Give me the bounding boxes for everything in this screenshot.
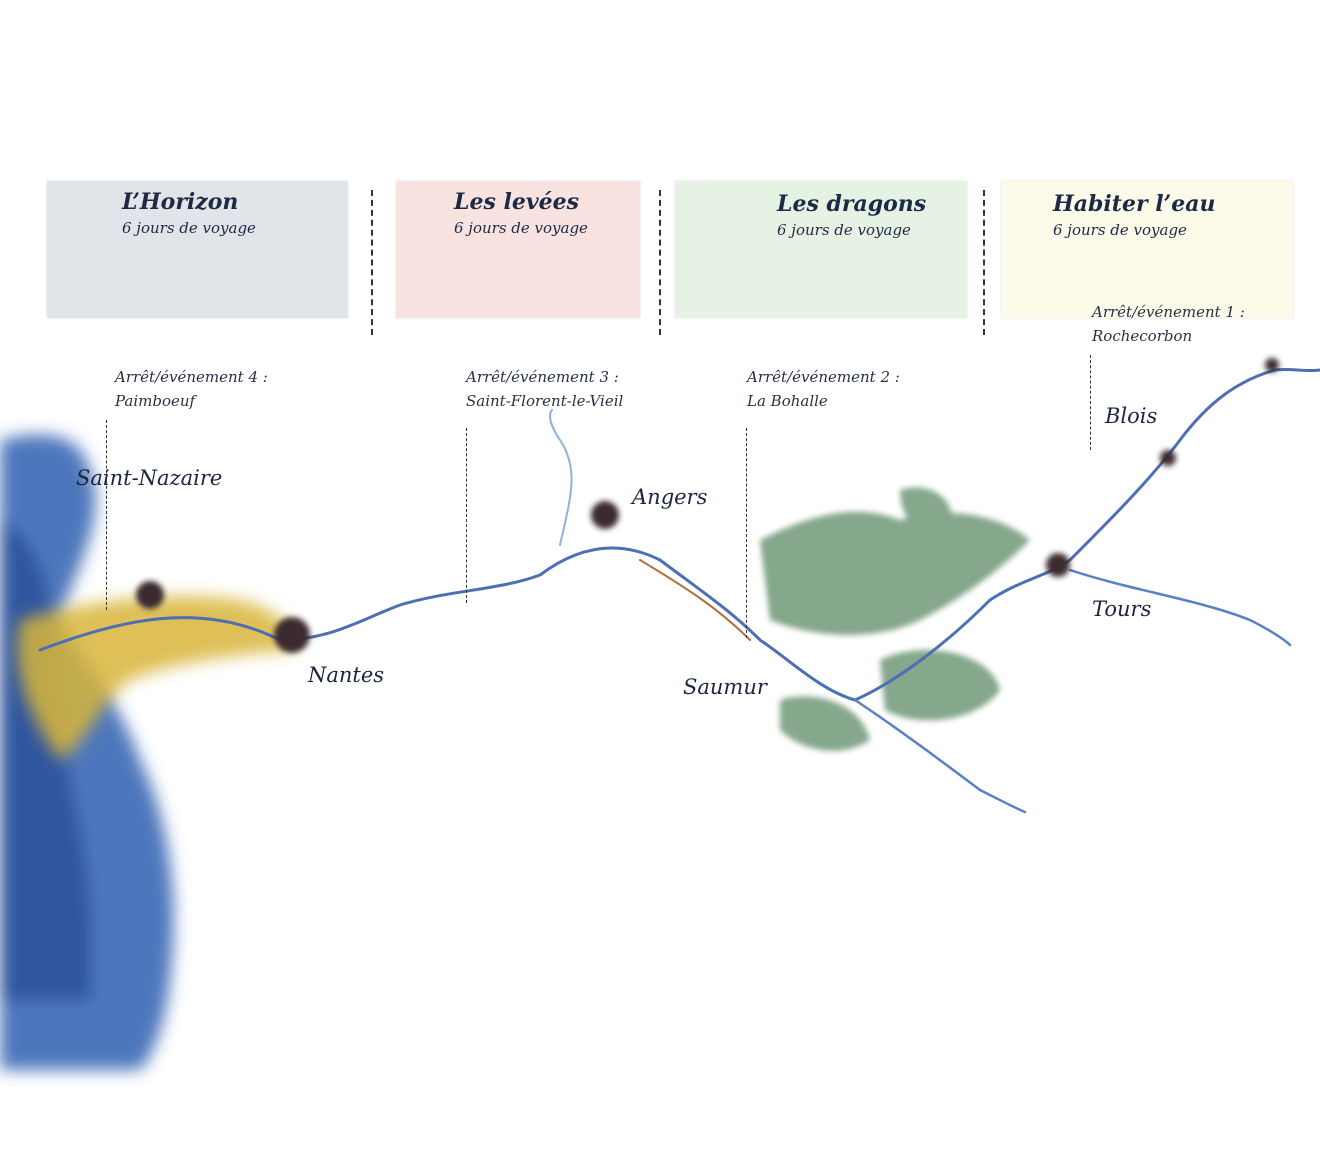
- stop-title: Arrêt/événement 4 :: [115, 368, 268, 386]
- section-duration: 6 jours de voyage: [122, 219, 256, 237]
- stop-place: La Bohalle: [747, 392, 828, 410]
- city-label-tours: Tours: [1092, 597, 1152, 621]
- section-duration: 6 jours de voyage: [454, 219, 588, 237]
- section-title: Les dragons: [777, 191, 927, 217]
- section-divider: [983, 190, 985, 335]
- city-label-nantes: Nantes: [308, 663, 385, 687]
- stop-2-marker-line: [746, 428, 747, 638]
- section-duration: 6 jours de voyage: [777, 221, 911, 239]
- loire-river: [38, 367, 1320, 814]
- section-card-levees: Les levées 6 jours de voyage: [396, 181, 640, 318]
- stop-title: Arrêt/événement 1 :: [1092, 303, 1245, 321]
- stop-title: Arrêt/événement 3 :: [466, 368, 619, 386]
- section-card-dragons: Les dragons 6 jours de voyage: [675, 181, 967, 318]
- section-title: Habiter l’eau: [1053, 191, 1216, 217]
- stop-place: Paimboeuf: [115, 392, 196, 410]
- section-divider: [371, 190, 373, 335]
- stop-1-label: Arrêt/événement 1 : Rochecorbon: [1092, 300, 1245, 348]
- stop-place: Saint-Florent-le-Vieil: [466, 392, 624, 410]
- stop-4-marker-line: [106, 420, 107, 610]
- estuary-watercolor: [17, 596, 293, 760]
- city-label-saint-nazaire: Saint-Nazaire: [76, 466, 223, 490]
- stop-2-label: Arrêt/événement 2 : La Bohalle: [747, 365, 900, 413]
- section-card-horizon: L’Horizon 6 jours de voyage: [47, 181, 348, 318]
- stop-place: Rochecorbon: [1092, 327, 1193, 345]
- section-divider: [659, 190, 661, 335]
- stop-4-label: Arrêt/événement 4 : Paimboeuf: [115, 365, 268, 413]
- stop-3-marker-line: [466, 428, 467, 603]
- city-label-saumur: Saumur: [683, 675, 767, 699]
- forest-watercolor: [760, 487, 1030, 751]
- city-ink-marks: [136, 358, 1279, 653]
- ocean-watercolor: [0, 434, 174, 1070]
- section-title: Les levées: [454, 189, 580, 215]
- stop-3-label: Arrêt/événement 3 : Saint-Florent-le-Vie…: [466, 365, 623, 413]
- section-card-habiter-eau: Habiter l’eau 6 jours de voyage: [1001, 181, 1293, 318]
- stop-title: Arrêt/événement 2 :: [747, 368, 900, 386]
- city-label-blois: Blois: [1105, 404, 1158, 428]
- section-title: L’Horizon: [122, 189, 239, 215]
- stop-1-marker-line: [1090, 355, 1091, 450]
- section-duration: 6 jours de voyage: [1053, 221, 1187, 239]
- city-label-angers: Angers: [632, 485, 708, 509]
